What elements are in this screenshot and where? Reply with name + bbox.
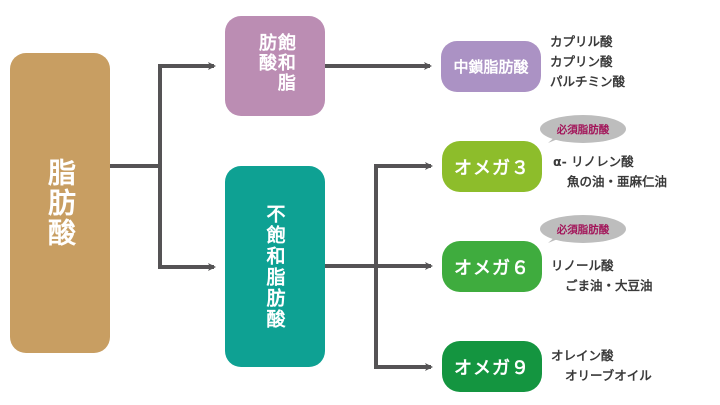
essential-badge-omega6: 必須脂肪酸 <box>540 215 626 243</box>
essential-badge-omega3: 必須脂肪酸 <box>540 115 626 143</box>
root-node-fatty-acid: 脂肪酸 <box>10 53 110 353</box>
saturated-label: 飽和脂肪酸 <box>256 33 296 93</box>
omega6-label: オメガ６ <box>454 257 530 279</box>
node-omega3: オメガ３ <box>442 141 542 192</box>
omega3-label: オメガ３ <box>454 157 530 179</box>
root-label: 脂肪酸 <box>44 158 77 248</box>
node-medium-chain: 中鎖脂肪酸 <box>441 41 541 92</box>
example-item: オリーブオイル <box>565 368 652 383</box>
node-omega6: オメガ６ <box>442 241 542 292</box>
example-item: ごま油・大豆油 <box>565 278 653 293</box>
omega9-label: オメガ９ <box>454 357 530 379</box>
node-omega9: オメガ９ <box>442 341 542 392</box>
medium-chain-examples: カプリル酸 カプリン酸 パルチミン酸 <box>550 32 625 92</box>
badge-label: 必須脂肪酸 <box>556 123 610 136</box>
unsaturated-label: 不飽和脂肪酸 <box>263 203 286 330</box>
node-unsaturated-fatty-acid: 不飽和脂肪酸 <box>225 166 325 367</box>
example-item: オレイン酸 <box>551 348 614 363</box>
example-item: α- リノレン酸 <box>553 154 634 169</box>
badge-label: 必須脂肪酸 <box>556 223 610 236</box>
example-item: パルチミン酸 <box>550 74 626 89</box>
example-item: リノール酸 <box>551 258 614 273</box>
example-item: カプリル酸 <box>550 34 613 49</box>
example-item: 魚の油・亜麻仁油 <box>567 174 668 189</box>
omega9-examples: オレイン酸 オリーブオイル <box>551 346 652 386</box>
omega3-examples: α- リノレン酸 魚の油・亜麻仁油 <box>553 152 667 192</box>
example-item: カプリン酸 <box>550 54 613 69</box>
medium-chain-label: 中鎖脂肪酸 <box>453 58 529 76</box>
node-saturated-fatty-acid: 飽和脂肪酸 <box>225 16 325 116</box>
omega6-examples: リノール酸 ごま油・大豆油 <box>551 256 653 296</box>
